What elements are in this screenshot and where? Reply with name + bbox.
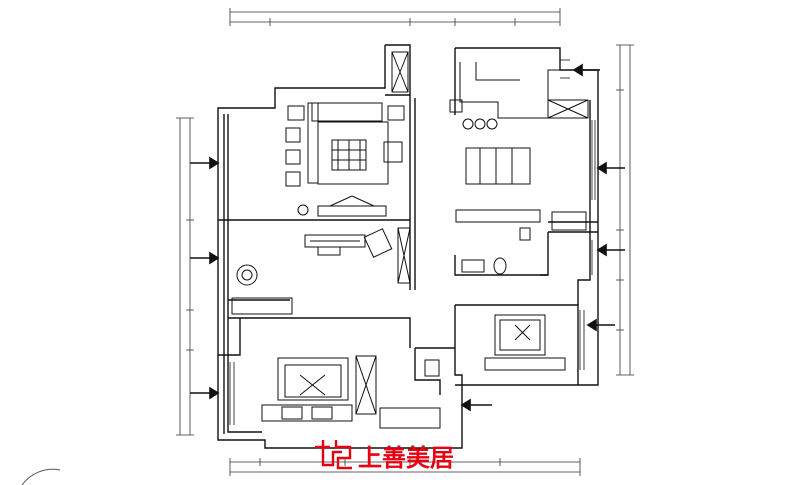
direction-arrows bbox=[190, 63, 625, 412]
arrow-icon bbox=[572, 63, 600, 77]
study bbox=[231, 228, 393, 315]
corner-arc bbox=[21, 468, 61, 485]
arrow-icon bbox=[596, 161, 625, 175]
brand-name: 上善美居 bbox=[358, 444, 454, 472]
bedrooms bbox=[261, 314, 566, 422]
dimension-lines bbox=[176, 8, 634, 476]
walls bbox=[217, 44, 599, 449]
cabinets bbox=[355, 51, 589, 429]
arrow-icon bbox=[596, 243, 625, 257]
dining-room bbox=[449, 62, 587, 275]
arrow-icon bbox=[190, 251, 220, 265]
arrow-icon bbox=[190, 386, 220, 400]
living-room bbox=[285, 102, 405, 217]
arrow-icon bbox=[190, 156, 220, 170]
logo-mark-icon bbox=[315, 440, 352, 470]
brand-logo: 上善美居 bbox=[315, 440, 454, 472]
windows bbox=[229, 59, 596, 425]
arrow-icon bbox=[586, 318, 615, 332]
arrow-icon bbox=[460, 398, 492, 412]
